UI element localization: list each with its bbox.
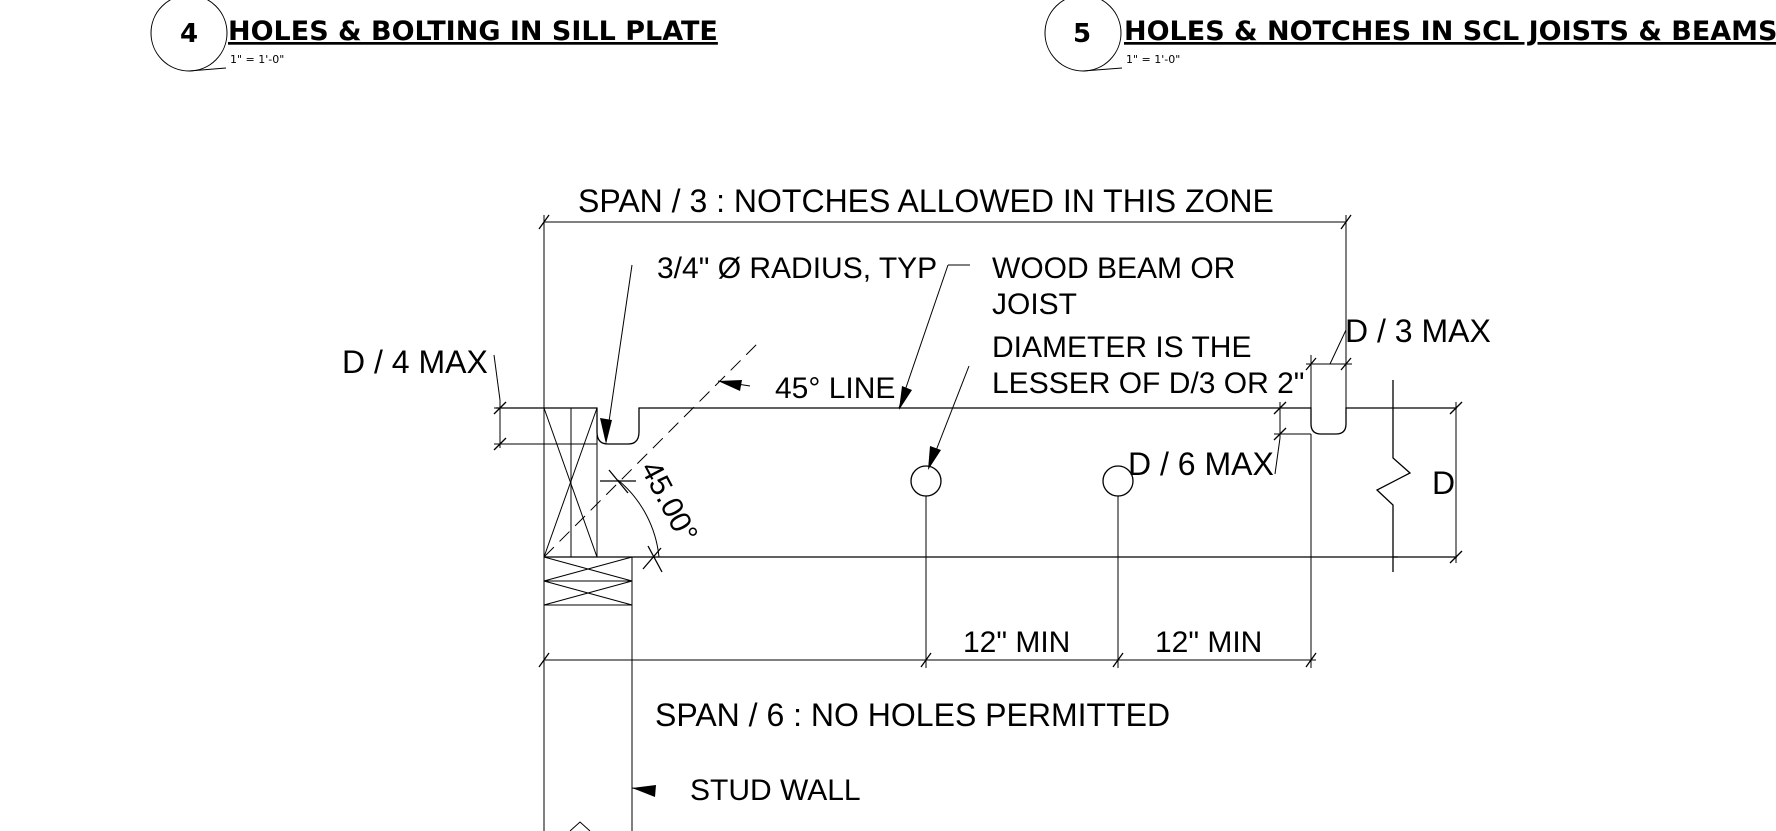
angle-dimension: 45.00° xyxy=(600,456,704,573)
line-45-label: 45° LINE xyxy=(775,372,895,405)
d6-max-label: D / 6 MAX xyxy=(1128,446,1274,482)
detail-4-title[interactable]: HOLES & BOLTING IN SILL PLATE xyxy=(228,16,718,47)
min-12-label-a: 12" MIN xyxy=(963,626,1070,659)
span-third-label: SPAN / 3 : NOTCHES ALLOWED IN THIS ZONE xyxy=(578,183,1274,219)
detail-5-scale: 1" = 1'-0" xyxy=(1126,53,1180,66)
detail-4-title-block: 4 HOLES & BOLTING IN SILL PLATE 1" = 1'-… xyxy=(150,0,718,72)
hole-1 xyxy=(910,465,942,497)
span-sixth-label: SPAN / 6 : NO HOLES PERMITTED xyxy=(655,697,1170,733)
depth-dimension: D xyxy=(1432,401,1463,564)
post-left xyxy=(543,407,598,558)
angle-label: 45.00° xyxy=(634,456,704,548)
line-45-deg xyxy=(543,340,761,558)
detail-4-scale: 1" = 1'-0" xyxy=(230,53,284,66)
stud-wall-label: STUD WALL xyxy=(690,774,861,807)
top-plate xyxy=(543,556,633,606)
wood-beam-label-2: JOIST xyxy=(992,288,1077,321)
depth-label: D xyxy=(1432,465,1455,501)
detail-5-title-block: 5 HOLES & NOTCHES IN SCL JOISTS & BEAMS … xyxy=(1044,0,1776,72)
beam-outline xyxy=(496,380,1457,572)
diameter-leader: DIAMETER IS THE LESSER OF D/3 OR 2" xyxy=(928,331,1304,470)
detail-4-title-underline-arrow xyxy=(188,67,227,72)
stud-wall xyxy=(543,605,633,831)
wood-beam-label-1: WOOD BEAM OR xyxy=(992,252,1235,285)
span-third-dimension: SPAN / 3 : NOTCHES ALLOWED IN THIS ZONE xyxy=(538,183,1352,408)
d6-max-dimension: D / 6 MAX xyxy=(1128,401,1311,482)
radius-leader: 3/4" Ø RADIUS, TYP xyxy=(600,252,937,444)
d4-max-dimension: D / 4 MAX xyxy=(342,344,597,451)
diameter-label-2: LESSER OF D/3 OR 2" xyxy=(992,367,1304,400)
diameter-label-1: DIAMETER IS THE xyxy=(992,331,1251,364)
d4-max-label: D / 4 MAX xyxy=(342,344,488,380)
radius-label: 3/4" Ø RADIUS, TYP xyxy=(657,252,937,285)
line-45-leader: 45° LINE xyxy=(717,372,895,405)
detail-4-number: 4 xyxy=(180,19,198,49)
detail-5-title-underline-arrow xyxy=(1082,67,1123,72)
bottom-dimension: 12" MIN 12" MIN xyxy=(538,434,1317,668)
detail-5-title[interactable]: HOLES & NOTCHES IN SCL JOISTS & BEAMS xyxy=(1124,16,1776,47)
stud-wall-leader: STUD WALL xyxy=(631,774,861,807)
wood-beam-leader: WOOD BEAM OR JOIST xyxy=(898,252,1235,410)
min-12-label-b: 12" MIN xyxy=(1155,626,1262,659)
d3-max-label: D / 3 MAX xyxy=(1345,313,1491,349)
detail-5-number: 5 xyxy=(1073,19,1091,49)
d3-max-dimension: D / 3 MAX xyxy=(1305,313,1491,408)
